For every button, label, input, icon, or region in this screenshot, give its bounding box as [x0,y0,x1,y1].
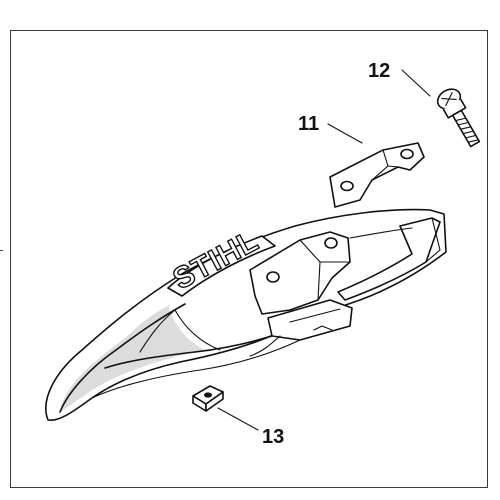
callout-13-label: 13 [262,426,284,448]
mount-hole-right [324,237,338,249]
callout-12-label: 12 [368,60,390,82]
edge-tick-mark [0,250,3,251]
screw [436,88,481,148]
diagram-frame [10,30,488,488]
callout-11-leader [327,123,363,144]
callout-12-leader [401,69,431,97]
clamp-bracket [329,142,425,208]
callout-13-leader [217,407,259,431]
callout-11-label: 11 [298,113,319,135]
square-nut [192,385,224,412]
deflector-guard: STIHL [45,208,447,421]
mount-hole-left [266,271,280,283]
